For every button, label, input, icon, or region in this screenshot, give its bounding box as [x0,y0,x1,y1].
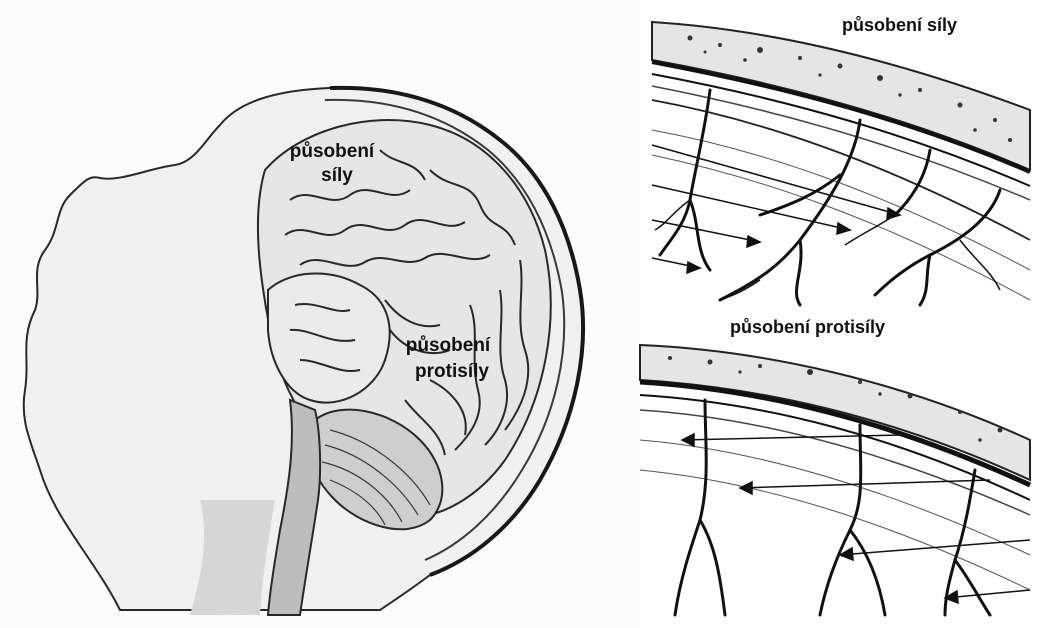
label-brain-counterforce-line2: protisíly [400,362,504,381]
label-top-panel: působení síly [842,16,957,34]
label-brain-counterforce-line1: působení [396,336,500,355]
label-bottom-panel: působení protisíly [730,318,885,336]
label-brain-force-line2: síly [312,166,362,185]
label-brain-force-line1: působení [282,142,382,161]
cortex-section-counterforce [640,345,1030,615]
